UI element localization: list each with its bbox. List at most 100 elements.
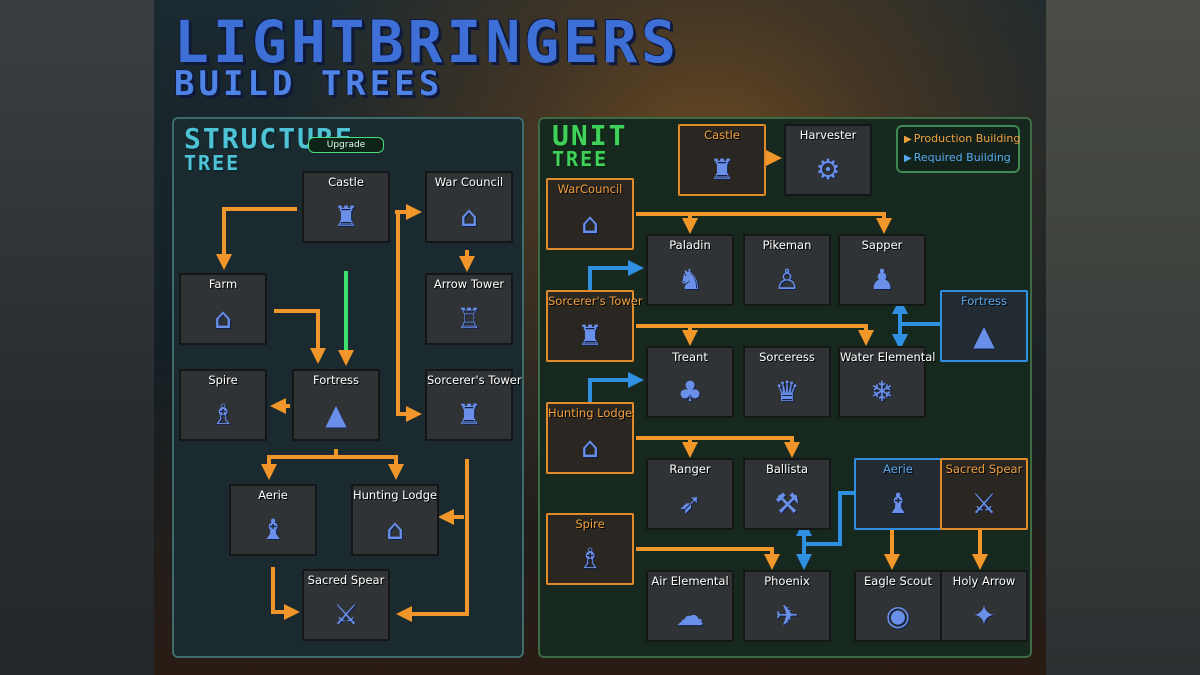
node-label: Hunting Lodge [353, 488, 438, 502]
paladin-icon: ♞ [677, 263, 703, 296]
phoenix-icon: ✈ [775, 599, 799, 632]
structure-war-council-node: War Council ⌂ [425, 171, 513, 243]
node-label: Sorceress [759, 350, 815, 364]
structure-sacred-spear-node: Sacred Spear ⚔ [302, 569, 390, 641]
node-label: Paladin [669, 238, 711, 252]
unit-sorcerers-tower-node: Sorcerer's Tower ♜ [546, 290, 643, 362]
ballista-icon: ⚒ [774, 487, 800, 520]
holy-arrow-icon: ✦ [972, 599, 996, 632]
unit-air-elemental-node: Air Elemental ☁ [646, 570, 734, 642]
legend-required-label: Required Building [913, 151, 1011, 164]
structure-farm-node: Farm ⌂ [179, 273, 267, 345]
farm-icon: ⌂ [214, 302, 232, 335]
ranger-icon: ➶ [678, 487, 702, 520]
war-council-icon: ⌂ [460, 200, 478, 233]
castle-icon: ♜ [709, 153, 735, 186]
unit-aerie-node: Aerie ♝ [854, 458, 942, 530]
background-left [0, 0, 154, 675]
pikeman-icon: ♙ [774, 263, 800, 296]
poster-subtitle: BUILD TREES [174, 64, 444, 104]
unit-water-elemental-node: Water Elemental ❄ [838, 346, 936, 418]
arrow-sorcerers-sacredspear [396, 459, 469, 622]
sorcerers-tower-icon: ♜ [456, 398, 482, 431]
treant-icon: ♣ [677, 375, 703, 408]
unit-heading: UNIT [552, 119, 628, 152]
node-label: Aerie [883, 462, 913, 476]
blue-arrow-icon: ▶ [904, 153, 912, 164]
arrow-lodge-required [588, 372, 644, 408]
node-label: Arrow Tower [433, 277, 505, 291]
structure-heading-tree: TREE [184, 151, 241, 175]
node-label: Sapper [861, 238, 903, 252]
node-label: Fortress [960, 294, 1007, 308]
node-label: Sorcerer's Tower [427, 373, 522, 387]
unit-harvester-node: Harvester ⚙ [784, 124, 872, 196]
node-label: Sorcerer's Tower [548, 294, 643, 308]
arrow-aerie-required [804, 491, 854, 546]
sorceress-icon: ♛ [774, 375, 800, 408]
node-label: Sacred Spear [307, 573, 385, 587]
arrow-sorcerers-units [636, 324, 874, 346]
node-label: Farm [208, 277, 238, 291]
harvester-icon: ⚙ [815, 153, 841, 186]
aerie-icon: ♝ [885, 487, 911, 520]
legend-production: ▶Production Building [904, 132, 1020, 145]
legend-required: ▶Required Building [904, 151, 1011, 164]
castle-icon: ♜ [333, 200, 359, 233]
unit-hunting-lodge-node: Hunting Lodge ⌂ [546, 402, 634, 474]
node-label: Ranger [669, 462, 711, 476]
legend: ▶Production Building ▶Required Building [896, 125, 1020, 173]
tree-arrows [216, 150, 988, 622]
unit-phoenix-node: Phoenix ✈ [743, 570, 831, 642]
eagle-scout-icon: ◉ [885, 599, 911, 632]
node-label: Treant [672, 350, 708, 364]
aerie-icon: ♝ [260, 513, 286, 546]
node-label: WarCouncil [557, 182, 623, 196]
unit-heading-tree: TREE [552, 147, 609, 171]
node-label: Water Elemental [840, 350, 936, 364]
node-label: War Council [434, 175, 504, 189]
orange-arrow-icon: ▶ [904, 134, 912, 145]
background-right [1046, 0, 1200, 675]
node-label: Aerie [258, 488, 288, 502]
legend-production-label: Production Building [913, 132, 1021, 145]
unit-paladin-node: Paladin ♞ [646, 234, 734, 306]
node-label: Ballista [765, 462, 809, 476]
node-label: Eagle Scout [864, 574, 932, 588]
node-label: Pikeman [762, 238, 812, 252]
unit-treant-node: Treant ♣ [646, 346, 734, 418]
fortress-icon: ▲ [325, 398, 347, 431]
structure-arrow-tower-node: Arrow Tower ♖ [425, 273, 513, 345]
node-label: Holy Arrow [952, 574, 1016, 588]
unit-war-council-node: WarCouncil ⌂ [546, 178, 634, 250]
unit-eagle-scout-node: Eagle Scout ◉ [854, 570, 942, 642]
spire-icon: ♗ [210, 398, 236, 431]
hunting-lodge-icon: ⌂ [581, 431, 599, 464]
structure-aerie-node: Aerie ♝ [229, 484, 317, 556]
arrow-lodge-units [636, 436, 800, 458]
arrow-castle-farm [216, 207, 297, 270]
arrow-aerie-sacredspear [271, 567, 300, 620]
sacred-spear-icon: ⚔ [971, 487, 997, 520]
water-elemental-icon: ❄ [870, 375, 894, 408]
arrow-fortress-split [261, 449, 338, 480]
arrow-sorcerers-required [588, 260, 644, 298]
build-tree-poster: LIGHTBRINGERS BUILD TREES STRUCTURE TREE… [154, 0, 1046, 675]
spire-icon: ♗ [577, 542, 603, 575]
structure-hunting-lodge-node: Hunting Lodge ⌂ [351, 484, 439, 556]
node-label: Harvester [799, 128, 857, 142]
unit-pikeman-node: Pikeman ♙ [743, 234, 831, 306]
arrow-fortress-huntinglodge [336, 455, 404, 480]
node-label: Spire [575, 517, 605, 531]
unit-sorceress-node: Sorceress ♛ [743, 346, 831, 418]
node-label: Sacred Spear [945, 462, 1023, 476]
unit-fortress-node: Fortress ▲ [940, 290, 1028, 362]
arrow-spire-units [636, 547, 780, 570]
fortress-icon: ▲ [973, 319, 995, 352]
hunting-lodge-icon: ⌂ [386, 513, 404, 546]
upgrade-badge: Upgrade [308, 137, 384, 153]
node-label: Castle [328, 175, 364, 189]
game-title: LIGHTBRINGERS [174, 8, 680, 76]
node-label: Fortress [312, 373, 359, 387]
node-label: Air Elemental [651, 574, 729, 588]
